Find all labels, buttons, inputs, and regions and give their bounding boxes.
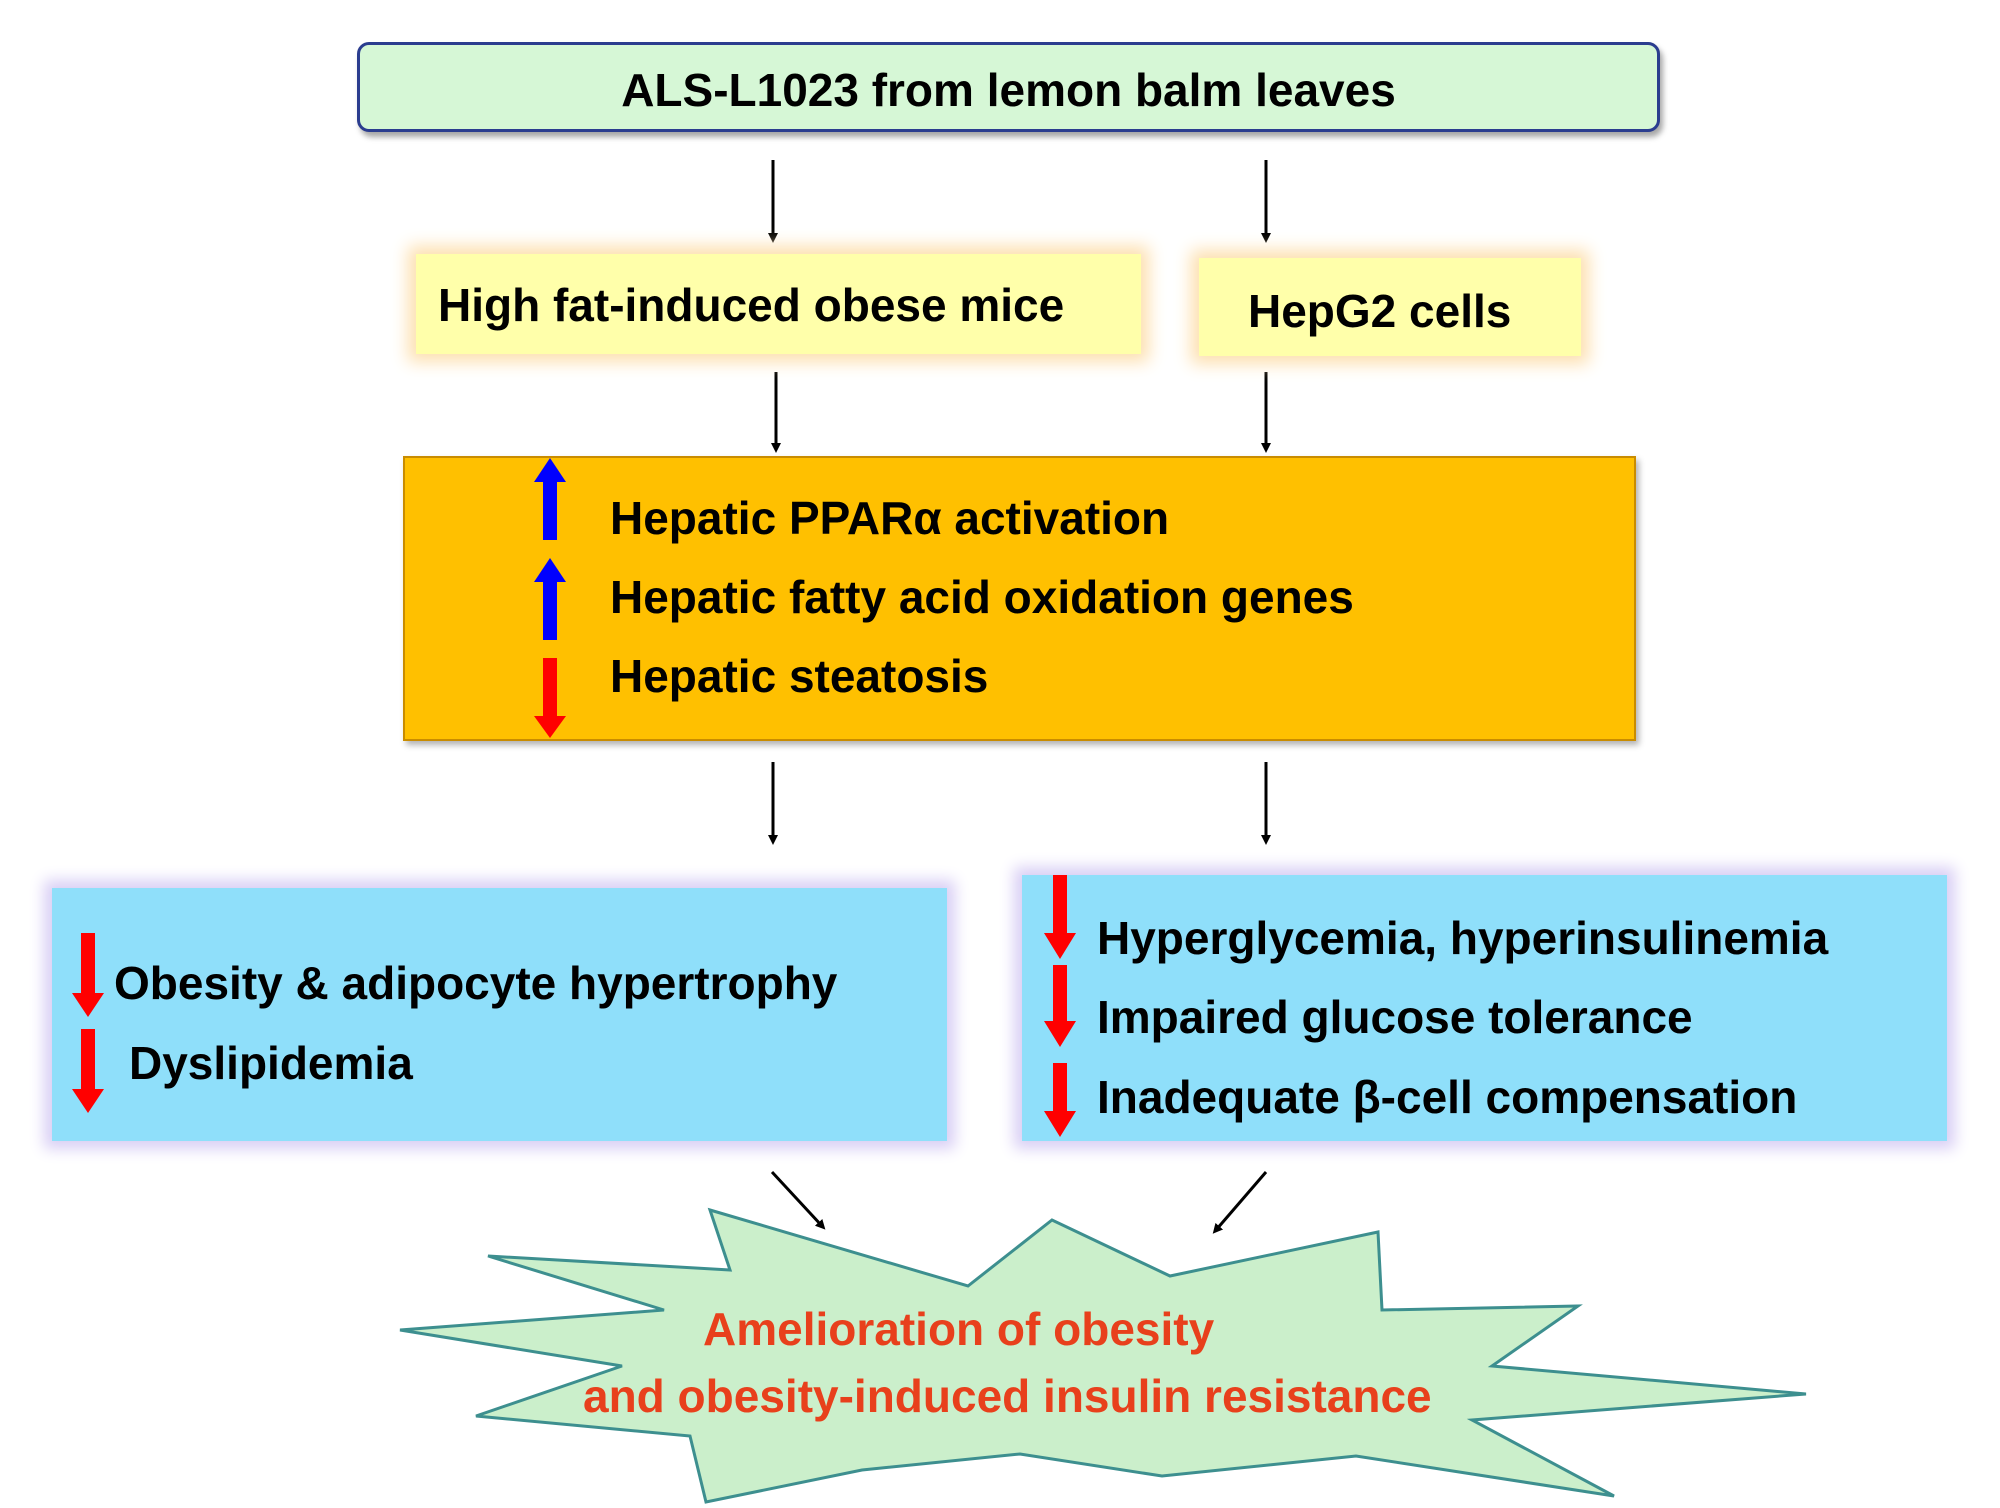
up-arrow-icon [534,558,566,640]
down-arrow-icon [1044,1063,1076,1137]
down-arrow-icon [72,1029,104,1113]
source-box: ALS-L1023 from lemon balm leaves [357,42,1660,132]
mice-model-label: High fat-induced obese mice [438,279,1065,331]
arrow-left-to-result [770,1170,826,1230]
right-outcome-2: Impaired glucose tolerance [1097,991,1693,1043]
down-arrow-icon [72,933,104,1017]
right-outcome-1: Hyperglycemia, hyperinsulinemia [1097,912,1829,964]
source-label: ALS-L1023 from lemon balm leaves [621,64,1396,116]
right-outcome-arrows [1044,875,1076,1137]
hepatic-effect-2: Hepatic fatty acid oxidation genes [610,571,1354,623]
arrow-right-to-result [1212,1171,1268,1234]
down-arrow-icon [1044,875,1076,959]
result-line-2: and obesity-induced insulin resistance [583,1370,1432,1422]
down-arrow-icon [1044,965,1076,1047]
result-line-1: Amelioration of obesity [703,1303,1215,1355]
hepatic-arrows [534,458,566,738]
left-outcomes-box: Obesity & adipocyte hypertrophy Dyslipid… [52,888,947,1141]
left-outcome-1: Obesity & adipocyte hypertrophy [114,957,838,1009]
cells-model-box: HepG2 cells [1199,258,1581,356]
right-outcome-3: Inadequate β-cell compensation [1097,1071,1798,1123]
mice-model-box: High fat-induced obese mice [416,254,1141,354]
left-outcome-2: Dyslipidemia [129,1037,413,1089]
result-starburst [399,1207,1807,1504]
left-outcome-arrows [72,933,104,1113]
hepatic-effect-1: Hepatic PPARα activation [610,492,1170,544]
hepatic-effect-3: Hepatic steatosis [610,650,989,702]
cells-model-label: HepG2 cells [1248,285,1512,337]
hepatic-effects-box: Hepatic PPARα activation Hepatic fatty a… [403,456,1636,741]
right-outcomes-box: Hyperglycemia, hyperinsulinemia Impaired… [1022,875,1947,1141]
up-arrow-icon [534,458,566,540]
down-arrow-icon [534,658,566,738]
